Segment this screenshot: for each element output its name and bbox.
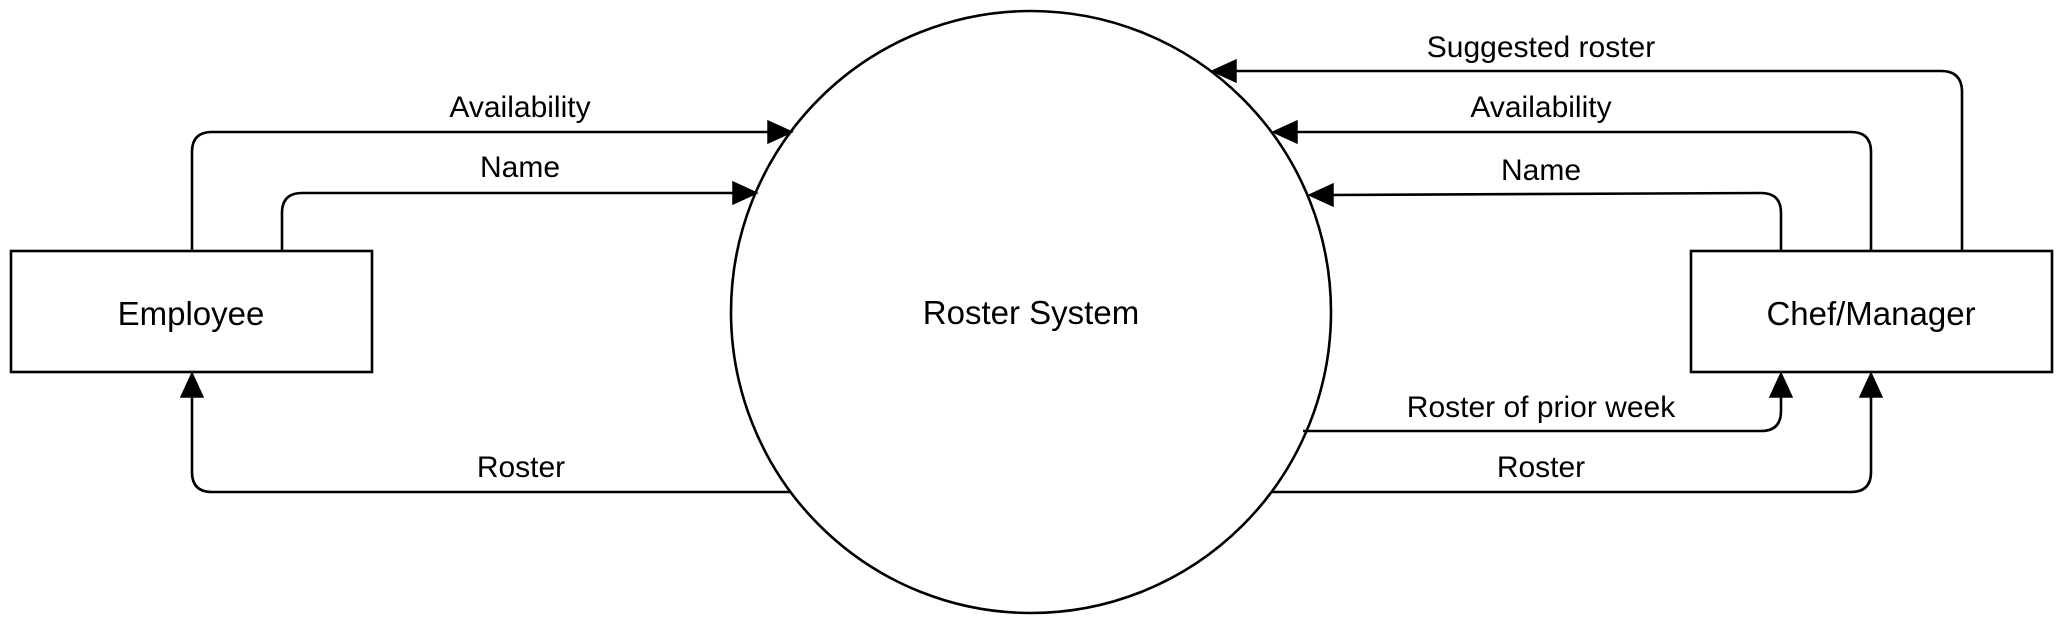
flow-roster-prior-week-line <box>1303 393 1783 433</box>
flow-employee-name-label: Name <box>480 151 560 184</box>
flow-roster-to-manager-label: Roster <box>1497 451 1585 484</box>
flow-manager-name[interactable]: Name <box>1307 154 1783 251</box>
flow-manager-name-line <box>1328 191 1783 251</box>
flow-employee-availability-label: Availability <box>449 91 590 124</box>
flow-roster-to-employee[interactable]: Roster <box>179 371 790 494</box>
flow-roster-to-manager[interactable]: Roster <box>1272 371 1884 494</box>
arrowhead-icon <box>1271 119 1298 145</box>
roster-system-label: Roster System <box>923 294 1139 331</box>
flow-manager-availability[interactable]: Availability <box>1271 91 1873 251</box>
employee-box <box>9 249 374 374</box>
flow-employee-availability[interactable]: Availability <box>190 91 794 251</box>
flow-suggested-roster[interactable]: Suggested roster <box>1210 31 1964 251</box>
chef-manager-label: Chef/Manager <box>1766 295 1975 332</box>
flow-roster-prior-week[interactable]: Roster of prior week <box>1303 371 1794 433</box>
employee-entity[interactable]: Employee <box>9 249 374 374</box>
flow-suggested-roster-line <box>1233 69 1964 251</box>
flow-manager-name-label: Name <box>1501 154 1581 187</box>
flow-suggested-roster-label: Suggested roster <box>1427 31 1655 64</box>
flow-roster-to-manager-line <box>1272 393 1873 494</box>
roster-system-process[interactable]: Roster System <box>729 9 1333 615</box>
arrowhead-icon <box>1768 371 1794 398</box>
arrowhead-icon <box>732 180 759 206</box>
flow-roster-to-employee-label: Roster <box>477 451 565 484</box>
flow-manager-availability-line <box>1294 130 1873 251</box>
flow-roster-to-employee-line <box>190 393 790 494</box>
arrowhead-icon <box>1858 371 1884 398</box>
flow-employee-name-line <box>280 191 736 251</box>
arrowhead-icon <box>1307 182 1334 208</box>
arrowhead-icon <box>179 371 205 398</box>
flow-manager-availability-label: Availability <box>1470 91 1611 124</box>
arrowhead-icon <box>767 119 794 145</box>
flow-roster-prior-week-label: Roster of prior week <box>1407 391 1676 424</box>
flow-employee-name[interactable]: Name <box>280 151 759 251</box>
roster-system-circle <box>729 9 1333 615</box>
chef-manager-entity[interactable]: Chef/Manager <box>1689 249 2054 374</box>
employee-label: Employee <box>118 295 265 332</box>
arrowhead-icon <box>1210 58 1237 84</box>
flow-employee-availability-line <box>190 130 772 251</box>
